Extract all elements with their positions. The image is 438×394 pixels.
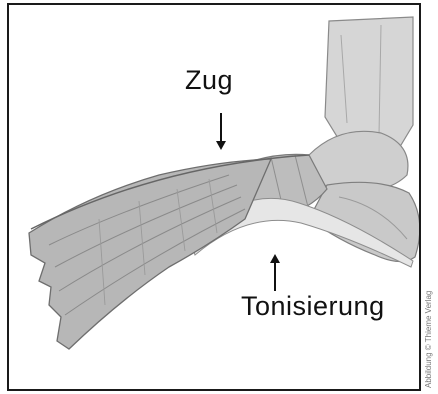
label-zug: Zug <box>185 65 233 96</box>
up-arrow-icon <box>269 253 281 291</box>
figure-frame: Zug Tonisierung <box>7 3 421 391</box>
forefoot-shape <box>29 159 271 349</box>
foot-arch-illustration <box>9 5 421 391</box>
down-arrow-icon <box>215 113 227 151</box>
label-tonisierung: Tonisierung <box>241 291 385 322</box>
image-credit: Abbildung © Thieme Verlag <box>424 258 436 388</box>
